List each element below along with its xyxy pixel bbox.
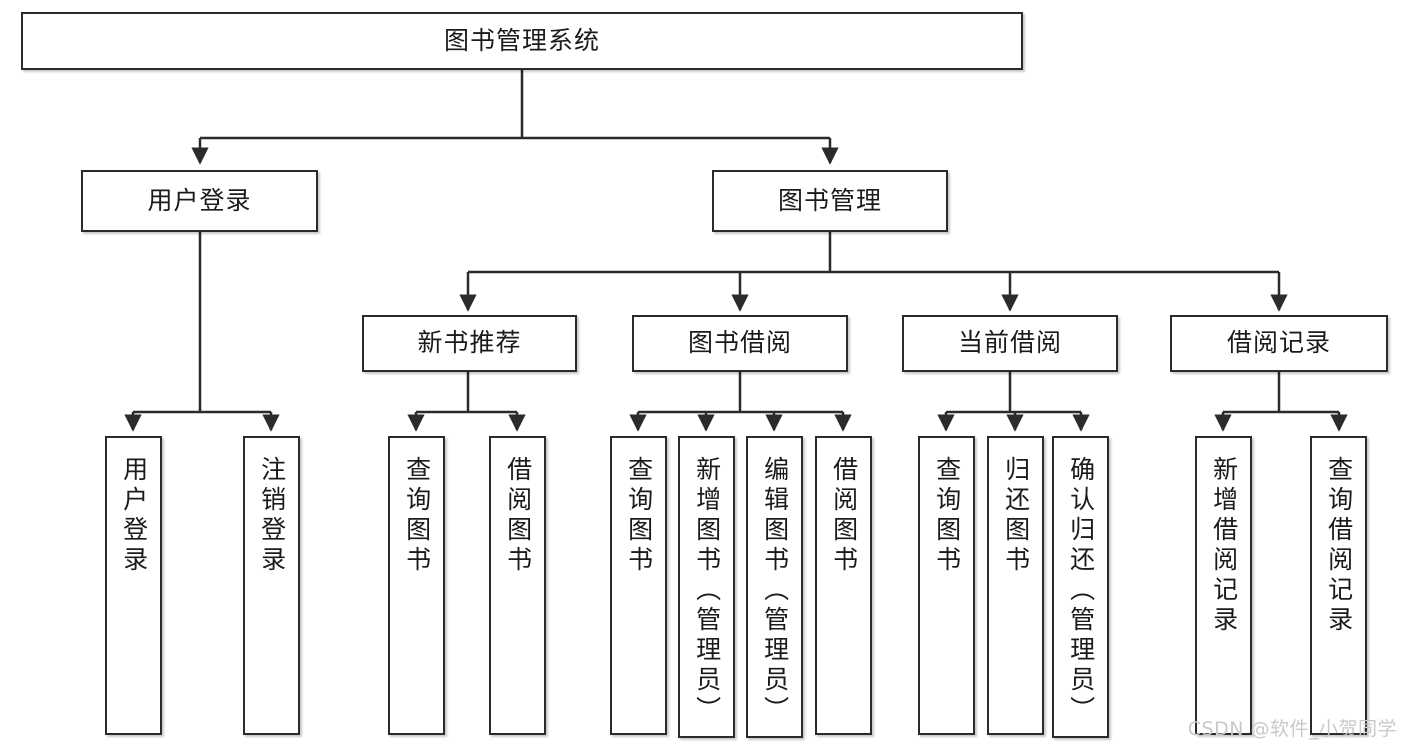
leaf-current-confirm-return-label: 确认归还（管理员） xyxy=(1066,456,1096,726)
node-root[interactable]: 图书管理系统 xyxy=(21,12,1023,70)
leaf-current-return-book-label: 归还图书 xyxy=(1001,456,1031,576)
node-new-book-recommend[interactable]: 新书推荐 xyxy=(362,315,577,372)
leaf-borrow-borrow-book-label: 借阅图书 xyxy=(829,456,859,576)
node-borrow-record[interactable]: 借阅记录 xyxy=(1170,315,1388,372)
node-book-management[interactable]: 图书管理 xyxy=(712,170,948,232)
leaf-borrow-query-book-label: 查询图书 xyxy=(624,456,654,576)
leaf-borrow-borrow-book[interactable]: 借阅图书 xyxy=(815,436,872,735)
csdn-watermark: CSDN @软件_小贺同学 xyxy=(1187,718,1397,740)
node-user-login-label: 用户登录 xyxy=(147,185,252,215)
leaf-recommend-query-book[interactable]: 查询图书 xyxy=(388,436,445,735)
node-current-borrow[interactable]: 当前借阅 xyxy=(902,315,1118,372)
node-book-borrow[interactable]: 图书借阅 xyxy=(632,315,848,372)
leaf-borrow-edit-book[interactable]: 编辑图书（管理员） xyxy=(746,436,803,738)
leaf-current-query-book-label: 查询图书 xyxy=(932,456,962,576)
leaf-borrow-query-book[interactable]: 查询图书 xyxy=(610,436,667,735)
node-book-management-label: 图书管理 xyxy=(777,185,882,215)
leaf-borrow-add-book-label: 新增图书（管理员） xyxy=(692,456,722,726)
leaf-borrow-add-book[interactable]: 新增图书（管理员） xyxy=(678,436,735,738)
leaf-current-return-book[interactable]: 归还图书 xyxy=(987,436,1044,735)
leaf-current-query-book[interactable]: 查询图书 xyxy=(918,436,975,735)
node-root-label: 图书管理系统 xyxy=(443,25,600,55)
leaf-current-confirm-return[interactable]: 确认归还（管理员） xyxy=(1052,436,1109,738)
leaf-user-login-signout-label: 注销登录 xyxy=(257,456,287,576)
leaf-recommend-borrow-book[interactable]: 借阅图书 xyxy=(489,436,546,735)
leaf-record-add-record-label: 新增借阅记录 xyxy=(1209,456,1239,636)
leaf-recommend-query-book-label: 查询图书 xyxy=(402,456,432,576)
leaf-user-login-signin-label: 用户登录 xyxy=(119,456,149,576)
node-book-borrow-label: 图书借阅 xyxy=(687,328,792,358)
node-current-borrow-label: 当前借阅 xyxy=(957,328,1062,358)
leaf-user-login-signout[interactable]: 注销登录 xyxy=(243,436,300,735)
leaf-borrow-edit-book-label: 编辑图书（管理员） xyxy=(760,456,790,726)
leaf-record-query-record-label: 查询借阅记录 xyxy=(1324,456,1354,636)
leaf-user-login-signin[interactable]: 用户登录 xyxy=(105,436,162,735)
leaf-record-add-record[interactable]: 新增借阅记录 xyxy=(1195,436,1252,735)
node-new-book-recommend-label: 新书推荐 xyxy=(417,328,522,358)
node-user-login[interactable]: 用户登录 xyxy=(81,170,318,232)
leaf-record-query-record[interactable]: 查询借阅记录 xyxy=(1310,436,1367,735)
node-borrow-record-label: 借阅记录 xyxy=(1226,328,1331,358)
leaf-recommend-borrow-book-label: 借阅图书 xyxy=(503,456,533,576)
